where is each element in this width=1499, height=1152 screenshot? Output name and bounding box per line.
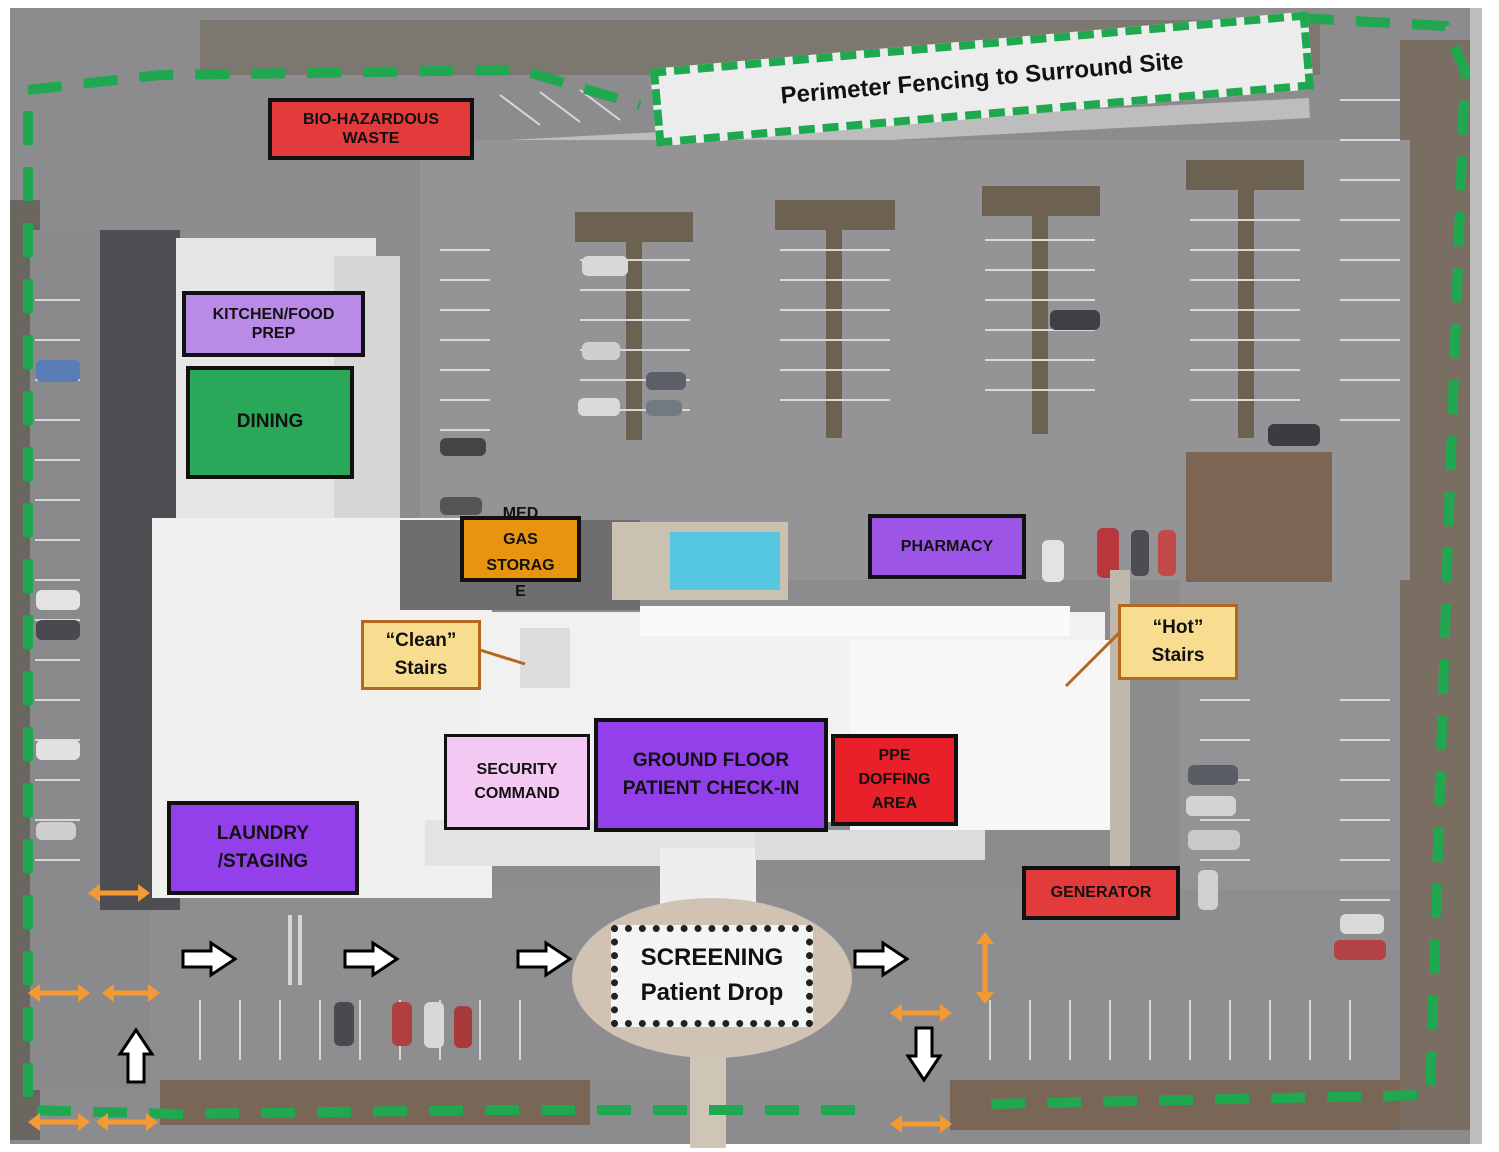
security-command-label: SECURITY COMMAND	[444, 734, 590, 830]
down-arrow-icon	[905, 1026, 943, 1083]
parking-island	[575, 212, 693, 242]
screening-title: SCREENING	[640, 944, 784, 972]
pharmacy-label: PHARMACY	[868, 514, 1026, 579]
parking-island	[826, 228, 842, 438]
parking-island	[1186, 160, 1304, 190]
double-headed-arrow-icon	[28, 984, 90, 1002]
ground-floor-check-in-label: GROUND FLOOR PATIENT CHECK-IN	[594, 718, 828, 832]
laundry-staging-label: LAUNDRY /STAGING	[167, 801, 359, 895]
double-headed-arrow-icon	[890, 1004, 952, 1022]
med-gas-storage-label: MED GAS STORAG E	[460, 505, 581, 600]
clean-stairs-label: “Clean” Stairs	[361, 620, 481, 690]
pool	[670, 532, 780, 590]
hot-stairs-label: “Hot” Stairs	[1118, 604, 1238, 680]
kitchen-food-prep-label: KITCHEN/FOOD PREP	[182, 291, 365, 357]
dining-label: DINING	[186, 366, 354, 479]
up-arrow-icon	[117, 1027, 155, 1084]
screening-patient-drop-label: SCREENING Patient Drop	[611, 925, 813, 1027]
double-headed-arrow-icon	[102, 984, 160, 1002]
parking-island	[775, 200, 895, 230]
entry-walkway	[690, 1056, 726, 1148]
biohazard-waste-label: BIO-HAZARDOUS WASTE	[268, 98, 474, 160]
parked-cars	[36, 256, 1386, 1048]
patient-drop-subtitle: Patient Drop	[640, 979, 784, 1006]
parking-island	[1032, 214, 1048, 434]
right-arrow-icon	[516, 940, 573, 978]
clean-stairs-leader	[479, 648, 526, 666]
planter-east	[1186, 452, 1332, 582]
right-arrow-icon	[853, 940, 910, 978]
right-arrow-icon	[181, 940, 238, 978]
double-headed-arrow-icon	[890, 1115, 952, 1133]
double-headed-arrow-icon	[28, 1113, 90, 1131]
double-headed-arrow-icon	[96, 1113, 158, 1131]
double-headed-arrow-icon	[976, 932, 994, 1004]
parking-island	[982, 186, 1100, 216]
perimeter-fence	[23, 13, 1471, 1120]
crosswalk	[288, 915, 302, 985]
double-headed-arrow-icon	[88, 884, 150, 902]
generator-label: GENERATOR	[1022, 866, 1180, 920]
ppe-doffing-area-label: PPE DOFFING AREA	[831, 734, 958, 826]
right-arrow-icon	[343, 940, 400, 978]
east-road	[1470, 8, 1482, 1144]
hot-stairs-leader	[1064, 630, 1122, 688]
